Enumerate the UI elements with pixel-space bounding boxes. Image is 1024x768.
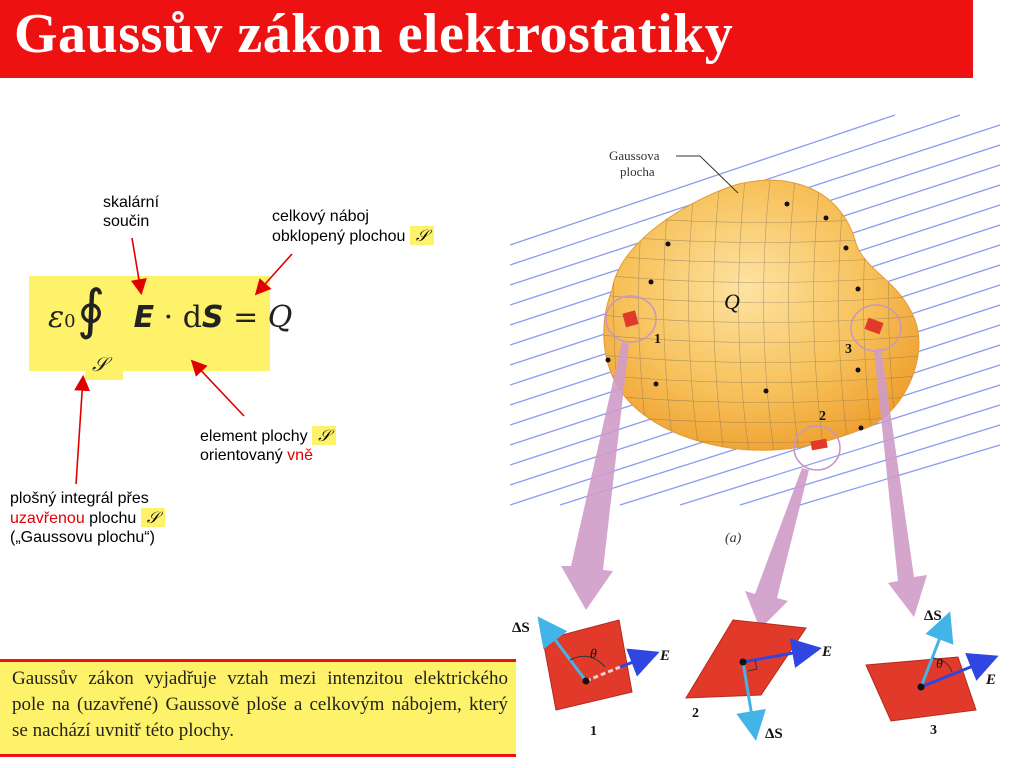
detail-2-normal — [736, 661, 766, 741]
detail-3-theta: θ — [936, 657, 943, 672]
detail-1-normal — [537, 616, 588, 682]
detail-2-number: 2 — [692, 706, 699, 721]
callout-arrow-1 — [561, 342, 629, 610]
gauss-figure: Gaussova plocha Q 1 3 2 (a) θ ΔS E 1 E Δ… — [509, 114, 1001, 742]
detail-2-field — [742, 638, 822, 668]
detail-patch-1 — [542, 619, 633, 711]
annotation-charge-line1: celkový náboj — [272, 208, 369, 225]
formula-s-vector: S — [201, 300, 224, 335]
detail-3-normal — [919, 611, 954, 688]
surface-symbol-badge: 𝒮 — [312, 426, 337, 445]
gaussian-surface-label-1: Gaussova — [609, 148, 660, 163]
annotation-integral-line2: plochu — [89, 510, 137, 527]
scalar-arrow — [131, 237, 147, 296]
detail-1-e: E — [659, 648, 670, 664]
annotation-surface-integral: plošný integrál přes uzavřenou plochu 𝒮 … — [10, 489, 166, 547]
point-3-label: 3 — [845, 342, 852, 357]
callout-arrows — [561, 342, 927, 629]
detail-3-delta-s: ΔS — [924, 608, 942, 624]
gaussian-surface-leader — [676, 155, 739, 194]
callout-arrow-3 — [874, 348, 927, 617]
figure-caption: (a) — [725, 531, 742, 546]
title-bar — [0, 0, 973, 78]
annotation-element-line1: element plochy — [200, 428, 308, 445]
detail-3-number: 3 — [930, 723, 937, 738]
annotation-scalar-line2: součin — [103, 213, 150, 230]
annotation-total-charge: celkový náboj obklopený plochou 𝒮 — [272, 207, 435, 246]
formula-q: Q — [267, 300, 293, 335]
annotation-outward-word: vně — [287, 447, 313, 464]
detail-patch-2 — [685, 619, 807, 699]
annotation-closed-word: uzavřenou — [10, 510, 85, 527]
annotation-scalar-line1: skalární — [103, 194, 160, 211]
detail-1-number: 1 — [590, 724, 597, 739]
page-title: Gaussův zákon elektrostatiky — [14, 3, 734, 65]
closed-integral-symbol: ∮ — [77, 278, 106, 341]
detail-3-field — [920, 653, 999, 689]
patch-2 — [810, 438, 828, 451]
description-box — [0, 659, 516, 757]
annotation-element-line2: orientovaný — [200, 447, 283, 464]
element-arrow — [190, 359, 245, 417]
annotation-integral-line3: („Gaussovu plochu“) — [10, 529, 155, 546]
description-text: Gaussův zákon vyjadřuje vztah mezi inten… — [12, 668, 508, 741]
formula-equals: = — [233, 300, 259, 335]
formula-highlight-tab — [85, 356, 123, 380]
field-line-dots — [605, 201, 864, 431]
gaussian-surface-label-2: plocha — [620, 164, 655, 179]
detail-3-e: E — [985, 672, 996, 688]
surface-symbol-badge: 𝒮 — [140, 508, 166, 527]
surface-symbol-badge: 𝒮 — [409, 226, 435, 245]
patch-2-circle — [793, 425, 841, 471]
formula-highlight — [29, 276, 270, 371]
gauss-formula: ε0 E · dS = Q — [48, 300, 292, 335]
gaussian-surface — [603, 179, 920, 451]
annotation-charge-line2: obklopený plochou — [272, 228, 406, 245]
point-2-label: 2 — [819, 409, 826, 424]
formula-e-vector: E — [133, 300, 155, 335]
detail-2-delta-s: ΔS — [765, 726, 783, 742]
detail-1-theta: θ — [590, 647, 597, 662]
detail-1-field — [619, 648, 660, 677]
patch-1 — [622, 310, 639, 328]
integral-surface-subscript: 𝒮 — [92, 352, 108, 376]
detail-2-e: E — [821, 644, 832, 660]
detail-1-delta-s: ΔS — [512, 620, 530, 636]
callout-arrow-2 — [745, 468, 809, 629]
formula-dot: · — [163, 300, 174, 335]
point-1-label: 1 — [654, 332, 661, 347]
annotation-integral-line1: plošný integrál přes — [10, 490, 149, 507]
epsilon-subscript: 0 — [64, 311, 76, 332]
patch-1-circle — [605, 295, 657, 343]
formula-d: d — [182, 300, 202, 335]
annotation-scalar-product: skalární součin — [103, 193, 159, 231]
integral-arrow — [74, 374, 91, 485]
patch-3 — [864, 317, 884, 335]
annotation-arrows — [74, 237, 293, 485]
charge-q-label: Q — [724, 289, 740, 314]
epsilon-symbol: ε — [48, 300, 65, 335]
charge-arrow — [254, 253, 293, 296]
annotation-surface-element: element plochy 𝒮 orientovaný vně — [200, 426, 337, 465]
